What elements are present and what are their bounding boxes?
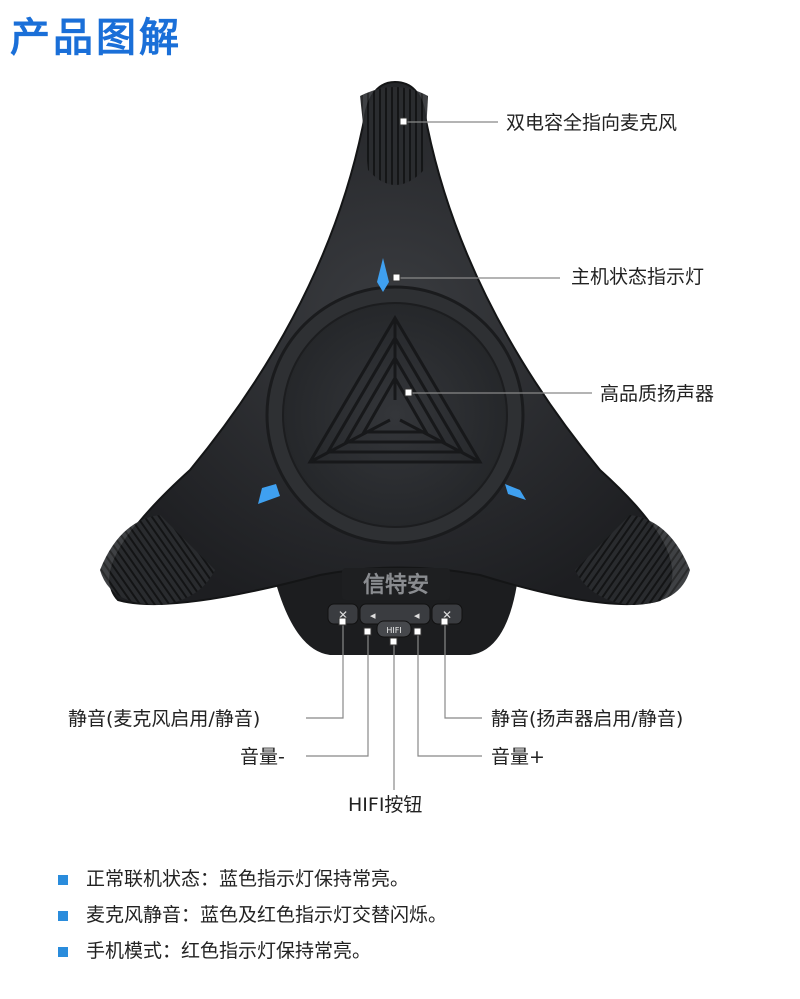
label-mic: 双电容全指向麦克风: [506, 112, 678, 134]
top-mic-grille: [360, 87, 428, 185]
page-title: 产品图解: [10, 15, 182, 61]
led-right: [505, 484, 526, 500]
right-mic-grille: [575, 515, 690, 605]
label-volume-up: 音量+: [491, 746, 545, 768]
speaker-inner-ring: [282, 302, 508, 528]
bullet-square-icon: [58, 947, 68, 957]
callout-markers: [338, 117, 449, 646]
volume-down-icon: ◂: [370, 609, 376, 622]
label-volume-down: 音量-: [240, 746, 285, 768]
left-mic-grille: [100, 515, 215, 605]
callout-lines: [306, 121, 592, 790]
list-item: 麦克风静音：蓝色及红色指示灯交替闪烁。: [58, 906, 447, 942]
list-item: 手机模式：红色指示灯保持常亮。: [58, 942, 447, 978]
speaker-mute-icon: ✕: [442, 608, 452, 622]
speaker-grille: [307, 315, 483, 464]
label-indicator: 主机状态指示灯: [571, 266, 705, 288]
hifi-button-text: HIFI: [386, 626, 401, 635]
label-speaker: 高品质扬声器: [600, 383, 715, 405]
led-left: [258, 484, 280, 504]
bullet-square-icon: [58, 911, 68, 921]
list-item: 正常联机状态：蓝色指示灯保持常亮。: [58, 870, 447, 906]
volume-up-icon: ◂: [414, 609, 420, 622]
bullet-square-icon: [58, 875, 68, 885]
label-mute-speaker: 静音(扬声器启用/静音): [491, 708, 684, 730]
led-top: [377, 258, 389, 292]
hifi-button[interactable]: [376, 620, 412, 638]
brand-plate: [342, 568, 450, 600]
brand-logo: 信特安: [363, 572, 429, 598]
label-mute-mic: 静音(麦克风启用/静音): [68, 708, 261, 730]
label-hifi: HIFI按钮: [348, 794, 423, 816]
status-notes: 正常联机状态：蓝色指示灯保持常亮。 麦克风静音：蓝色及红色指示灯交替闪烁。 手机…: [58, 870, 447, 978]
mic-mute-icon: ✕: [338, 608, 348, 622]
